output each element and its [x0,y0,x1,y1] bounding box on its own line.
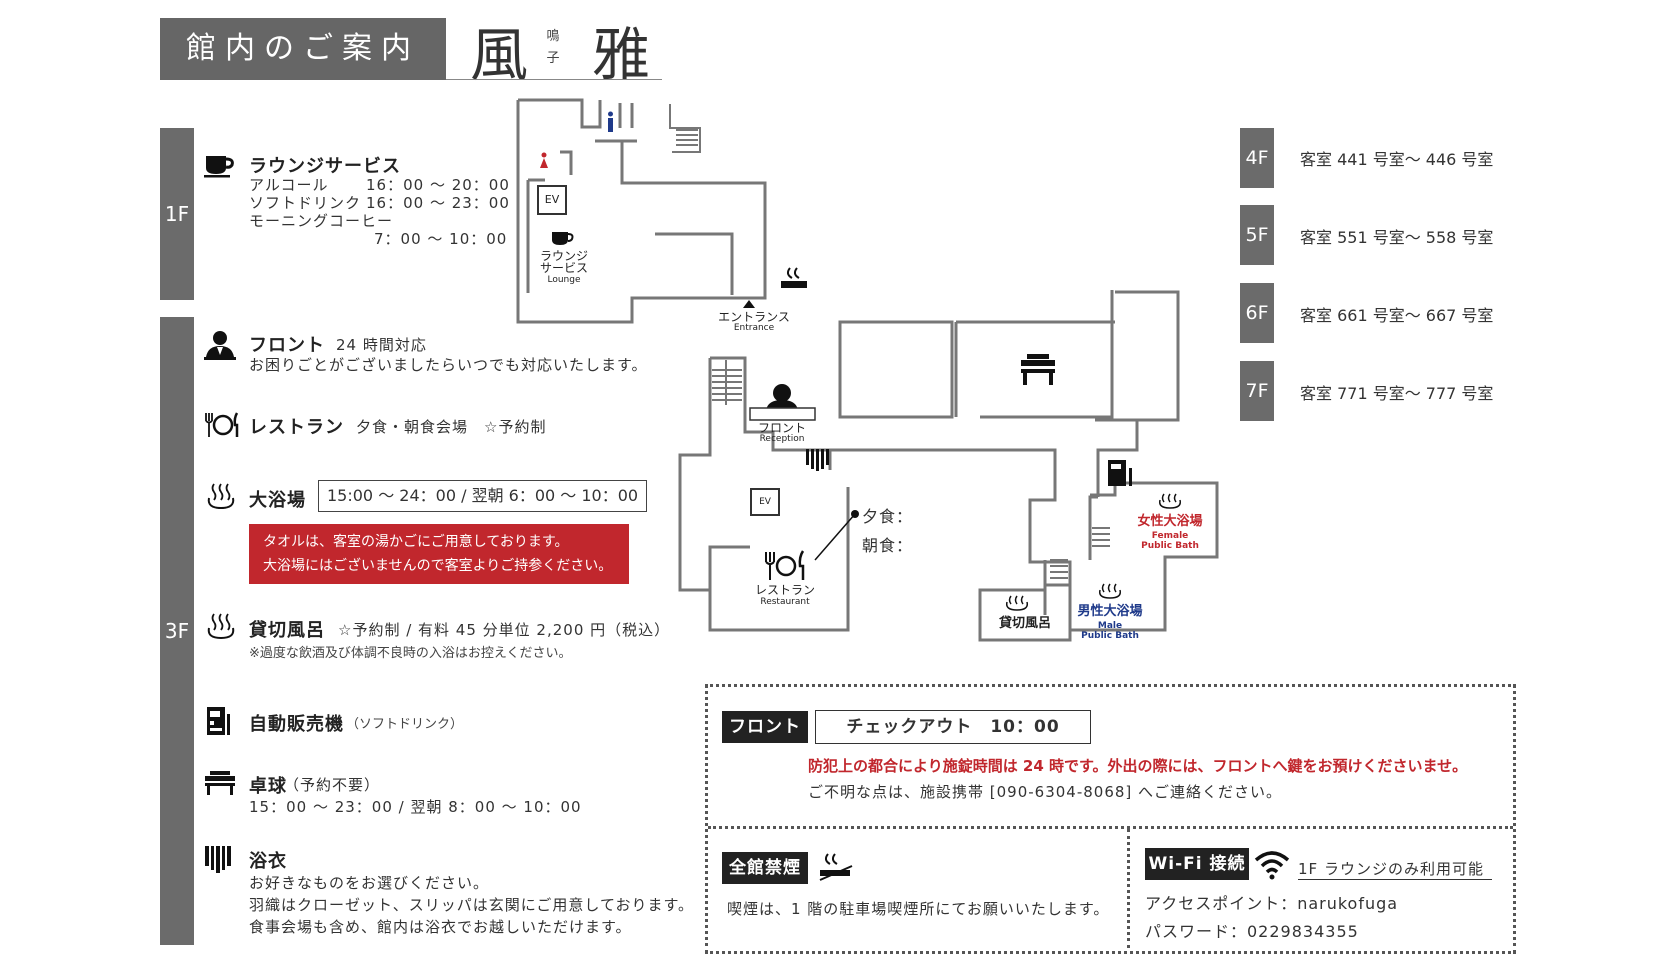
map-breakfast: 朝食： [862,536,914,555]
map-female-bath-en2: Public Bath [1141,541,1199,551]
info-divider-v [1127,829,1130,948]
room-floor-6f: 6F [1240,283,1274,343]
floor-bar-3f: 3F [160,317,194,945]
wifi-password: パスワード：0229834355 [1145,922,1359,941]
room-desc-6f: 客室 661 号室～ 667 号室 [1300,306,1494,325]
lounge-row-2-time: 16：00 ～ 23：00 [366,194,510,212]
bath-towel-notice: タオルは、客室の湯かごにご用意しております。 大浴場にはございませんので客室より… [249,524,629,584]
lounge-row-4-time: 7：00 ～ 10：00 [374,230,508,248]
front-tag: フロント [722,711,808,743]
room-desc-5f: 客室 551 号室～ 558 号室 [1300,228,1494,247]
map-dinner: 夕食： [862,507,914,526]
map-female-bath-en1: Female [1151,531,1189,541]
room-desc-4f: 客室 441 号室～ 446 号室 [1300,150,1494,169]
nosmoke-desc: 喫煙は、1 階の駐車場喫煙所にてお願いいたします。 [727,900,1110,918]
map-front-jp: フロント [757,421,806,435]
wifi-tag: Wi-Fi 接続 [1145,848,1249,880]
yukata-line-3: 食事会場も含め、館内は浴衣でお越しいただけます。 [249,918,632,936]
room-floor-4f: 4F [1240,128,1274,188]
map-entrance-en: Entrance [733,323,775,333]
lounge-row-1-name: アルコール [249,176,329,194]
yukata-icon [205,846,231,873]
front-hours: 24 時間対応 [336,336,427,354]
yukata-title: 浴衣 [249,851,287,872]
private-bath-icon [207,613,235,640]
yukata-line-2: 羽織はクローゼット、スリッパは玄関にご用意しております。 [249,896,695,914]
info-divider-h [708,826,1513,829]
map-lounge-label-1: ラウンジ [539,249,588,263]
nosmoke-tag: 全館禁煙 [722,852,808,884]
logo: 風雅 [470,8,650,92]
lounge-row-3-name: モーニングコーヒー [249,212,394,230]
vending-sub: （ソフトドリンク） [346,717,464,732]
restaurant-desc: 夕食・朝食会場 ☆予約制 [356,418,547,436]
map-entrance-jp: エントランス [718,310,790,324]
front-desc: お困りごとがございましたらいつでも対応いたします。 [249,356,648,374]
map-ev-3f: EV [759,497,771,507]
map-ev-1f: EV [544,193,560,206]
bath-title: 大浴場 [249,490,306,511]
vending-title: 自動販売機 [249,714,344,735]
map-female-bath-jp: 女性大浴場 [1137,514,1203,529]
private-bath-desc: ☆予約制 / 有料 45 分単位 2,200 円（税込） [338,621,671,639]
bath-hours: 15:00 ～ 24：00 / 翌朝 6：00 ～ 10：00 [318,480,648,512]
smoking-icon [819,853,853,881]
wifi-access-point: アクセスポイント：narukofuga [1145,894,1399,913]
room-floor-7f: 7F [1240,361,1274,421]
info-panel [705,684,1516,954]
room-desc-7f: 客室 771 号室～ 777 号室 [1300,384,1494,403]
restaurant-icon [205,412,239,437]
room-floor-5f: 5F [1240,205,1274,265]
map-male-bath-en2: Public Bath [1081,631,1139,641]
hot-spring-icon [207,483,235,510]
yukata-line-1: お好きなものをお選びください。 [249,874,490,892]
private-bath-title: 貸切風呂 [249,620,325,641]
lounge-title: ラウンジサービス [249,156,401,177]
pingpong-hours: 15：00 ～ 23：00 / 翌朝 8：00 ～ 10：00 [249,798,582,816]
map-lounge-en: Lounge [547,275,581,285]
map-restaurant-jp: レストラン [754,583,815,597]
pingpong-title: 卓球 [249,776,287,797]
receptionist-icon [204,331,236,360]
wifi-note: 1F ラウンジのみ利用可能 [1298,858,1492,880]
private-bath-note: ※過度な飲酒及び体調不良時の入浴はお控えください。 [249,646,572,661]
map-restaurant-en: Restaurant [760,597,810,607]
map-private-bath: 貸切風呂 [998,616,1051,631]
map-male-bath-jp: 男性大浴場 [1077,604,1143,619]
pingpong-sub: （予約不要） [284,776,381,794]
vending-machine-icon [207,707,230,735]
logo-char-2: 雅 [592,21,651,89]
restaurant-title: レストラン [249,417,344,438]
ping-pong-table-icon [205,771,235,795]
checkout-box: チェックアウト 10：00 [815,710,1091,744]
wifi-icon [1254,851,1290,880]
page-title: 館内のご案内 [160,18,446,80]
lounge-row-1-time: 16：00 ～ 20：00 [366,176,510,194]
logo-sub: 鳴 子 [546,29,560,66]
coffee-cup-icon [204,156,234,178]
map-front-en: Reception [759,434,805,444]
floor-bar-1f: 1F [160,128,194,300]
logo-underline [446,79,662,80]
logo-char-1: 風 [470,21,529,89]
security-notice: 防犯上の都合により施錠時間は 24 時です。外出の際には、フロントへ鍵をお預けく… [808,757,1468,775]
lounge-row-2-name: ソフトドリンク [249,194,362,212]
map-lounge-label-2: サービス [539,261,588,275]
contact-notice: ご不明な点は、施設携帯 [090-6304-8068] へご連絡ください。 [808,783,1283,801]
front-title: フロント [249,335,325,356]
map-male-bath-en1: Male [1097,621,1123,631]
